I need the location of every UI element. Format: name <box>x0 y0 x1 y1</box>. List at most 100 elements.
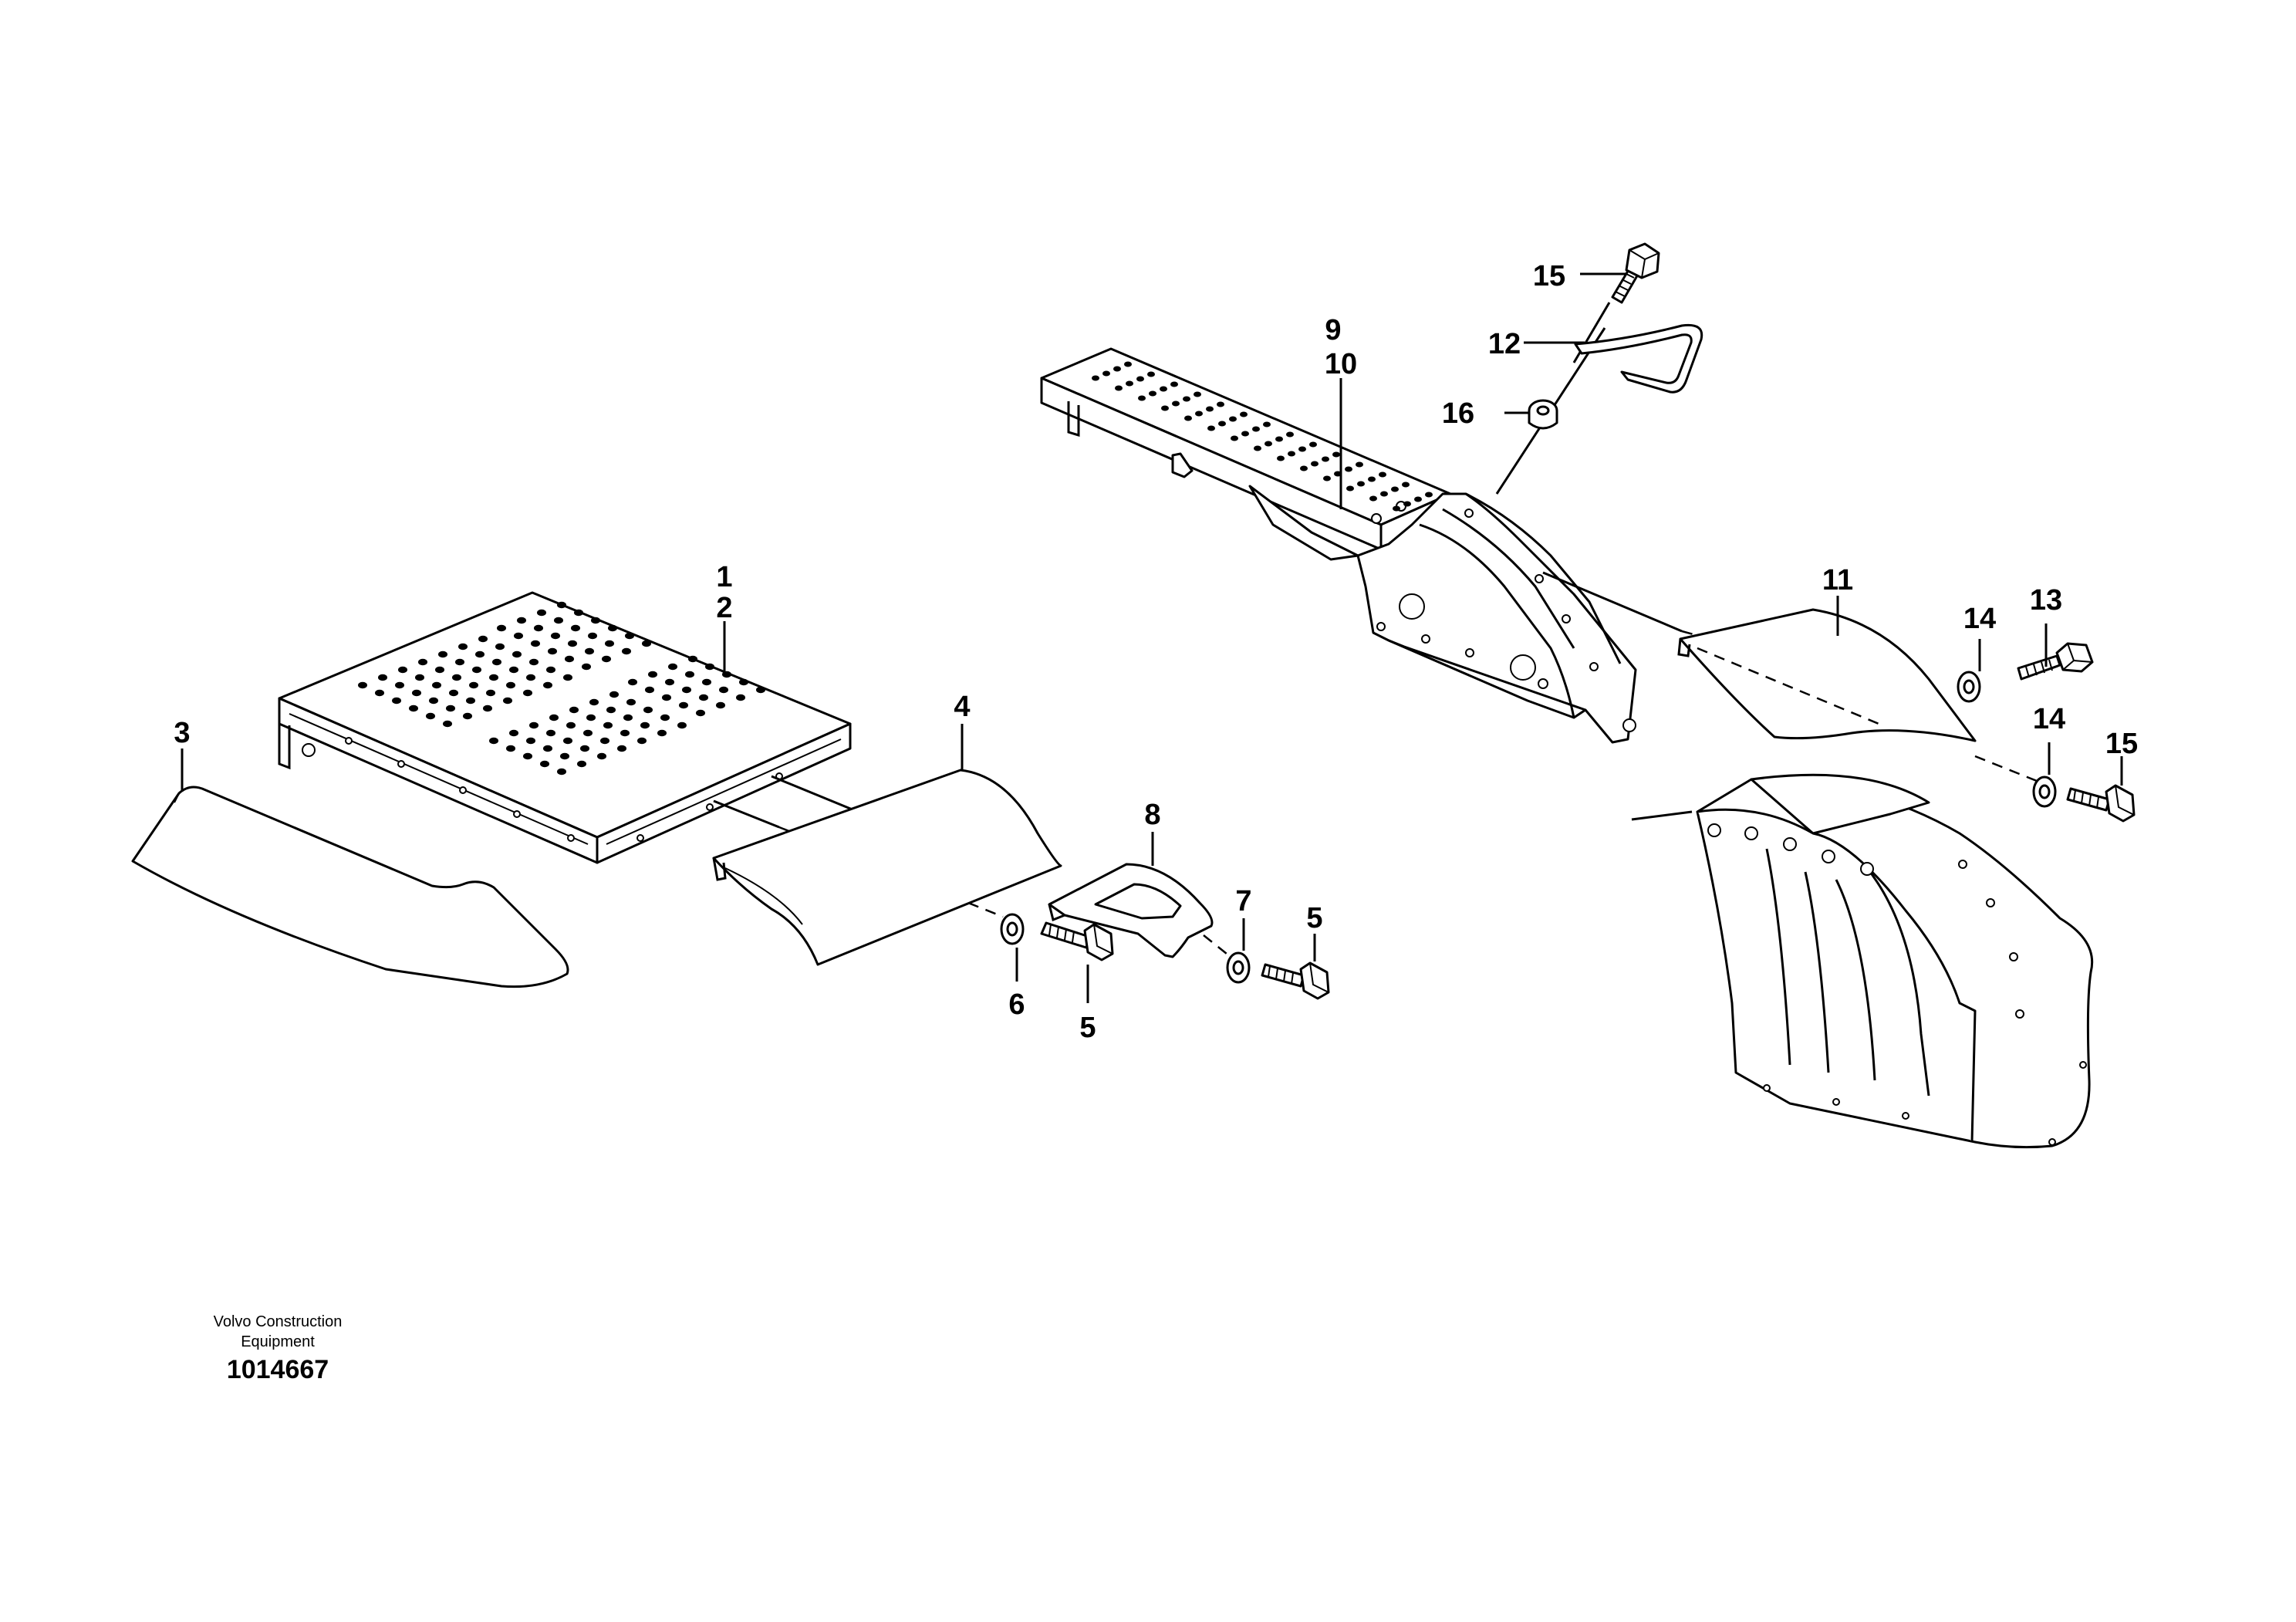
perforation-hole <box>1368 476 1376 482</box>
perforation-hole <box>415 674 424 681</box>
perforation-hole <box>591 617 600 624</box>
manufacturer-line-1: Volvo Construction <box>213 1313 343 1330</box>
part-6-washer <box>1000 913 1025 945</box>
perforation-hole <box>1402 482 1410 488</box>
perforation-hole <box>1161 405 1169 411</box>
perforation-hole <box>699 694 708 701</box>
perforation-hole <box>557 768 566 776</box>
part-1-2-step-plate <box>278 591 852 864</box>
callout-12: 12 <box>1488 328 1521 360</box>
perforation-hole <box>1286 431 1294 438</box>
perforation-hole <box>1393 505 1400 512</box>
perforation-hole <box>546 666 555 674</box>
perforation-hole <box>557 601 566 609</box>
perforation-hole <box>625 632 634 640</box>
perforation-hole <box>1218 421 1226 427</box>
perforation-hole <box>716 701 725 709</box>
callout-14-lower: 14 <box>2033 703 2065 735</box>
perforation-hole <box>549 714 559 721</box>
callout-11: 11 <box>1822 564 1853 596</box>
perforation-hole <box>489 737 498 745</box>
perforation-hole <box>1356 461 1363 468</box>
callout-16: 16 <box>1442 397 1474 430</box>
perforation-hole <box>475 650 485 658</box>
perforation-hole <box>506 745 515 752</box>
perforation-hole <box>1113 366 1121 372</box>
perforation-hole <box>662 694 671 701</box>
perforation-hole <box>540 760 549 768</box>
perforation-hole <box>589 698 599 706</box>
perforation-hole <box>665 678 674 686</box>
perforation-hole <box>1298 446 1306 452</box>
perforation-hole <box>571 624 580 632</box>
perforation-hole <box>446 705 455 712</box>
perforation-hole <box>1170 381 1178 387</box>
perforation-hole <box>597 752 606 760</box>
perforation-hole <box>517 617 526 624</box>
perforation-hole <box>628 678 637 686</box>
perforation-hole <box>472 666 481 674</box>
perforation-hole <box>526 737 535 745</box>
callout-10: 10 <box>1325 348 1357 380</box>
perforation-hole <box>1323 475 1331 482</box>
perforation-hole <box>426 712 435 720</box>
perforation-hole <box>1252 426 1260 432</box>
callout-5-left: 5 <box>1079 1012 1096 1044</box>
part-5-bolt-right <box>1261 961 1330 1000</box>
perforation-hole <box>1288 451 1295 457</box>
perforation-hole <box>452 674 461 681</box>
callout-2: 2 <box>716 592 732 624</box>
perforation-hole <box>566 721 576 729</box>
perforation-hole <box>392 697 401 705</box>
perforation-hole <box>1194 391 1201 397</box>
perforation-hole <box>563 674 572 681</box>
perforation-hole <box>563 737 572 745</box>
perforation-hole <box>483 705 492 712</box>
callout-labels: 1 2 3 4 5 5 6 7 8 9 10 11 12 13 14 14 15… <box>174 260 2138 1044</box>
perforation-hole <box>1149 390 1156 397</box>
perforation-hole <box>1092 375 1099 381</box>
part-15-bolt-lower <box>2066 784 2136 823</box>
perforation-hole <box>702 678 711 686</box>
perforation-hole <box>637 737 647 745</box>
perforation-hole <box>574 609 583 617</box>
callout-5-right: 5 <box>1306 902 1322 934</box>
perforation-hole <box>409 705 418 712</box>
perforation-hole <box>586 714 596 721</box>
perforation-hole <box>756 686 765 694</box>
perforation-hole <box>503 697 512 705</box>
perforation-hole <box>1254 445 1261 451</box>
perforation-hole <box>1346 485 1354 492</box>
callout-9: 9 <box>1325 314 1341 346</box>
perforation-hole <box>395 681 404 689</box>
perforation-hole <box>551 632 560 640</box>
perforation-hole <box>696 709 705 717</box>
manufacturer-line-2: Equipment <box>241 1333 315 1350</box>
perforation-hole <box>580 745 589 752</box>
perforation-hole <box>1184 415 1192 421</box>
perforation-hole <box>622 647 631 655</box>
perforation-hole <box>429 697 438 705</box>
perforation-hole <box>1240 411 1248 417</box>
perforation-hole <box>648 671 657 678</box>
perforation-hole <box>1206 406 1214 412</box>
perforation-hole <box>1345 466 1352 472</box>
perforation-hole <box>497 624 506 632</box>
perforation-hole <box>643 706 653 714</box>
part-8-handle-bracket <box>1048 863 1214 958</box>
perforation-hole <box>719 686 728 694</box>
perforation-hole <box>657 729 667 737</box>
perforation-hole <box>495 643 505 650</box>
perforation-hole <box>506 681 515 689</box>
perforation-hole <box>1147 371 1155 377</box>
perforation-hole <box>486 689 495 697</box>
part-4-side-cover <box>712 769 1062 966</box>
perforation-hole <box>509 729 518 737</box>
perforation-hole <box>685 671 694 678</box>
perforation-hole <box>1231 435 1238 441</box>
perforation-hole <box>682 686 691 694</box>
perforation-hole <box>1115 385 1123 391</box>
perforation-hole <box>1380 491 1388 497</box>
perforation-hole <box>537 609 546 617</box>
